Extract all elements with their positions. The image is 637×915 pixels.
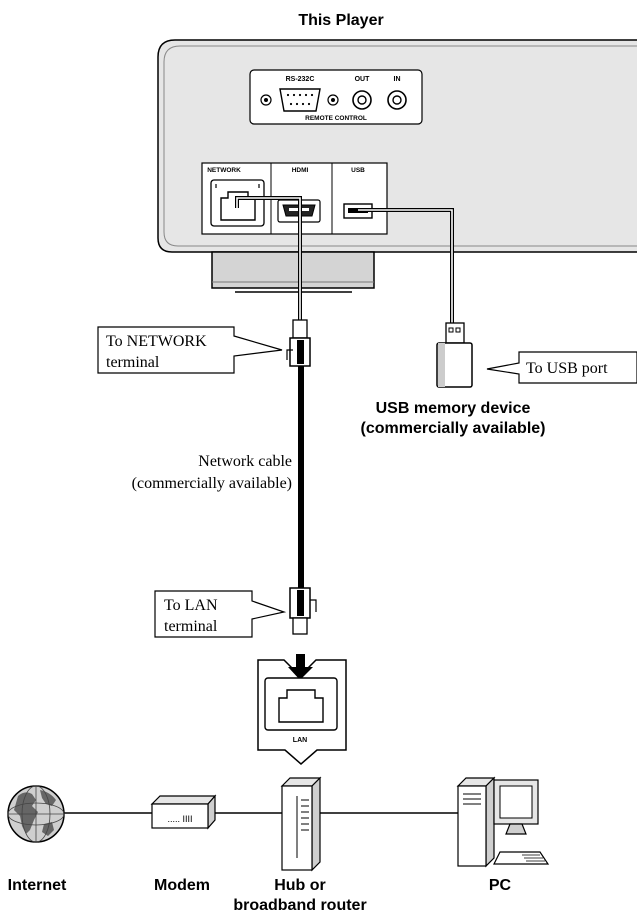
player-title: This Player [298, 12, 383, 29]
pc-icon [456, 776, 550, 868]
callout-network-line1: To NETWORK [106, 333, 207, 350]
usb-label: USB [351, 167, 365, 174]
callout-usb-port: To USB port [486, 351, 637, 384]
callout-lan-line2: terminal [164, 618, 218, 635]
usb-device-label-line2: (commercially available) [361, 420, 546, 437]
hub-router-icon [280, 776, 322, 872]
network-label: NETWORK [207, 167, 241, 174]
remote-control-label: REMOTE CONTROL [305, 115, 367, 122]
usb-cable [358, 208, 454, 326]
cable-label-line2: (commercially available) [132, 475, 292, 492]
callout-lan-line1: To LAN [164, 597, 218, 614]
rs232c-connector [260, 88, 339, 112]
hdmi-label: HDMI [292, 167, 309, 174]
callout-lan-terminal: To LAN terminal [154, 590, 287, 638]
remote-out-jack [352, 90, 372, 110]
hub-label-line2: broadband router [233, 897, 366, 914]
callout-network-line2: terminal [106, 354, 160, 371]
network-plug-top [286, 319, 311, 367]
cable-label-line1: Network cable [198, 453, 292, 470]
lan-port-label: LAN [293, 737, 307, 744]
globe-icon [7, 785, 65, 843]
modem-icon: ..... IIII [150, 794, 217, 830]
player-rear-panel: RS-232C OUT IN REMOTE CONTROL [157, 39, 637, 293]
usb-device-label-line1: USB memory device [376, 400, 531, 417]
modem-label: Modem [154, 877, 210, 894]
out-label: OUT [355, 76, 371, 83]
rs232c-label: RS-232C [286, 76, 315, 83]
in-label: IN [394, 76, 401, 83]
network-plug-bottom [289, 587, 317, 635]
modem-display: ..... IIII [167, 814, 192, 824]
internet-label: Internet [8, 877, 67, 894]
lan-port-callout: LAN [257, 654, 347, 765]
remote-in-jack [387, 90, 407, 110]
callout-usb-text: To USB port [526, 360, 608, 377]
network-cable [298, 366, 304, 588]
usb-memory-device [436, 322, 473, 388]
pc-label: PC [489, 877, 512, 894]
network-cable-upper [235, 196, 302, 330]
callout-network-terminal: To NETWORK terminal [97, 326, 283, 374]
down-arrow-icon [296, 654, 305, 669]
hub-label-line1: Hub or [274, 877, 326, 894]
